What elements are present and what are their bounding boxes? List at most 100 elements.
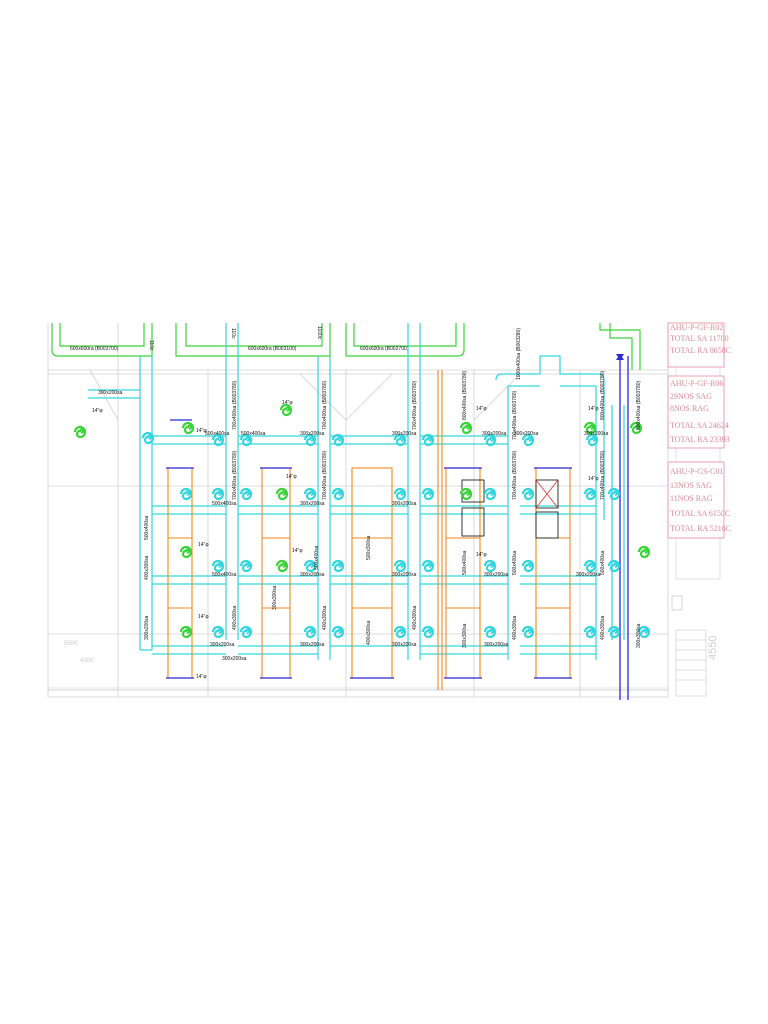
return-grille-icon [73,425,87,439]
supply-diffuser-icon [521,433,535,447]
duct-label: 500x400sa [241,431,266,437]
diffuser-tag: 14"φ [476,406,487,412]
duct-label: 300x200sa [392,431,417,437]
diffuser-tag: 14"φ [198,542,209,548]
supply-diffuser-icon [483,433,497,447]
diffuser-tag: 14"φ [286,474,297,480]
duct-label-vertical: 500x400sa [144,515,150,540]
legend-2-line: TOTAL SA 24624 [670,421,729,430]
duct-label: 300x200sa [484,572,509,578]
return-grille-icon [629,421,643,435]
diffuser-tag: 14"φ [196,428,207,434]
duct-label: 300x200sa [300,501,325,507]
diffuser-tag: 14"φ [588,476,599,482]
duct-label: 300x200sa [576,572,601,578]
duct-label: 500x400sa [212,572,237,578]
duct-label-vertical: 500x400sa [512,550,518,575]
legend-3-title: AHU-P-GS-C01 [670,467,723,476]
supply-diffuser-icon [607,487,621,501]
legend-box-3 [667,461,725,539]
supply-diffuser-icon [211,559,225,573]
supply-diffuser-icon [211,433,225,447]
riser-label-2: 110c [230,328,236,339]
supply-diffuser-icon [331,487,345,501]
supply-diffuser-icon [521,559,535,573]
supply-diffuser-icon [331,559,345,573]
supply-diffuser-icon [521,625,535,639]
duct-label: 300x200sa [392,572,417,578]
duct-label-vertical: 700x400sa (B003780) [600,450,606,500]
duct-label: 300x200sa [392,501,417,507]
supply-risers [139,323,625,660]
supply-diffuser-icon [179,487,193,501]
legend-3-line: TOTAL SA 6150C [670,509,730,518]
duct-label-vertical: 800x400sa (B003780) [636,380,642,430]
duct-label: 300x200sa [300,642,325,648]
supply-diffuser-icon [421,487,435,501]
return-grille-icon [179,625,193,639]
main-duct-label-right: 600x600ra (B002700) [360,346,409,352]
duct-label-vertical: 800x400sa (B003780) [462,370,468,420]
supply-diffuser-icon [303,559,317,573]
riser-label-3: 1100c [316,326,322,340]
supply-diffusers [141,431,651,639]
supply-diffuser-icon [483,625,497,639]
diffuser-tag: 14"φ [282,400,293,406]
duct-label: 300x200sa [484,642,509,648]
duct-label: 500x400sa [205,431,230,437]
duct-label-vertical: 700x400sa (B003780) [322,380,328,430]
return-grille-icon [459,487,473,501]
supply-diffuser-icon [239,433,253,447]
supply-diffuser-icon [239,487,253,501]
main-return-duct [51,323,641,370]
legend-2-line: 29NOS SAG [670,392,712,401]
supply-diffuser-icon [303,625,317,639]
supply-diffuser-icon [483,559,497,573]
legend-3-line: TOTAL RA 5216C [670,524,731,533]
duct-label: 300x200sa [482,431,507,437]
duct-label: 300x200sa [210,642,235,648]
diffuser-tag: 14"φ [198,614,209,620]
diffuser-tag: 14"φ [292,548,303,554]
legend-box-1 [667,322,725,368]
supply-diffuser-icon [393,559,407,573]
supply-diffuser-icon [303,433,317,447]
legend-1-line: TOTAL RA 8658C [670,346,731,355]
supply-diffuser-icon [211,487,225,501]
return-grille-icon [279,403,293,417]
duct-label: 300x200sa [300,431,325,437]
duct-label-vertical: 300x300sa [272,585,278,610]
duct-label-vertical: 400x300sa [512,615,518,640]
legend-1-title: AHU-P-GF-R02 [670,323,723,332]
dimension-4550: 4550 [707,636,719,660]
duct-label-vertical: 700x400sa (B003780) [232,450,238,500]
supply-diffuser-icon [331,433,345,447]
duct-label: 300x200sa [584,431,609,437]
duct-size-labels: 300x200sa 500x400sa 500x400sa 300x200sa … [98,370,642,662]
duct-label-vertical: 700x400sa (B003780) [512,450,518,500]
legend-2-line: 8NOS RAG [670,404,709,413]
duct-label-vertical: 700x400sa (B003780) [322,450,328,500]
supply-diffuser-icon [421,625,435,639]
return-grilles [73,403,651,639]
return-grille-icon [637,545,651,559]
duct-label-vertical: 400x300sa [322,605,328,630]
supply-branches [88,389,596,655]
dimension-5500: 5500 [64,641,78,647]
supply-diffuser-icon [583,625,597,639]
duct-label-vertical: 300x300sa [636,623,642,648]
duct-label-vertical: 300x300sa [462,623,468,648]
duct-label-vertical: 400x300sa [366,620,372,645]
supply-diffuser-icon [607,559,621,573]
supply-diffuser-icon [393,487,407,501]
main-duct-label-left: 600x600ra (B003700) [70,346,119,352]
supply-diffuser-icon [211,625,225,639]
supply-diffuser-icon [583,487,597,501]
supply-diffuser-icon [607,625,621,639]
duct-label-vertical: 500x400sa [462,550,468,575]
return-grille-icon [459,421,473,435]
duct-label-vertical: 400x300sa [412,605,418,630]
diffuser-tag: 14"φ [92,408,103,414]
top-right-duct-label: 1000x400sa (B003280) [516,328,522,380]
